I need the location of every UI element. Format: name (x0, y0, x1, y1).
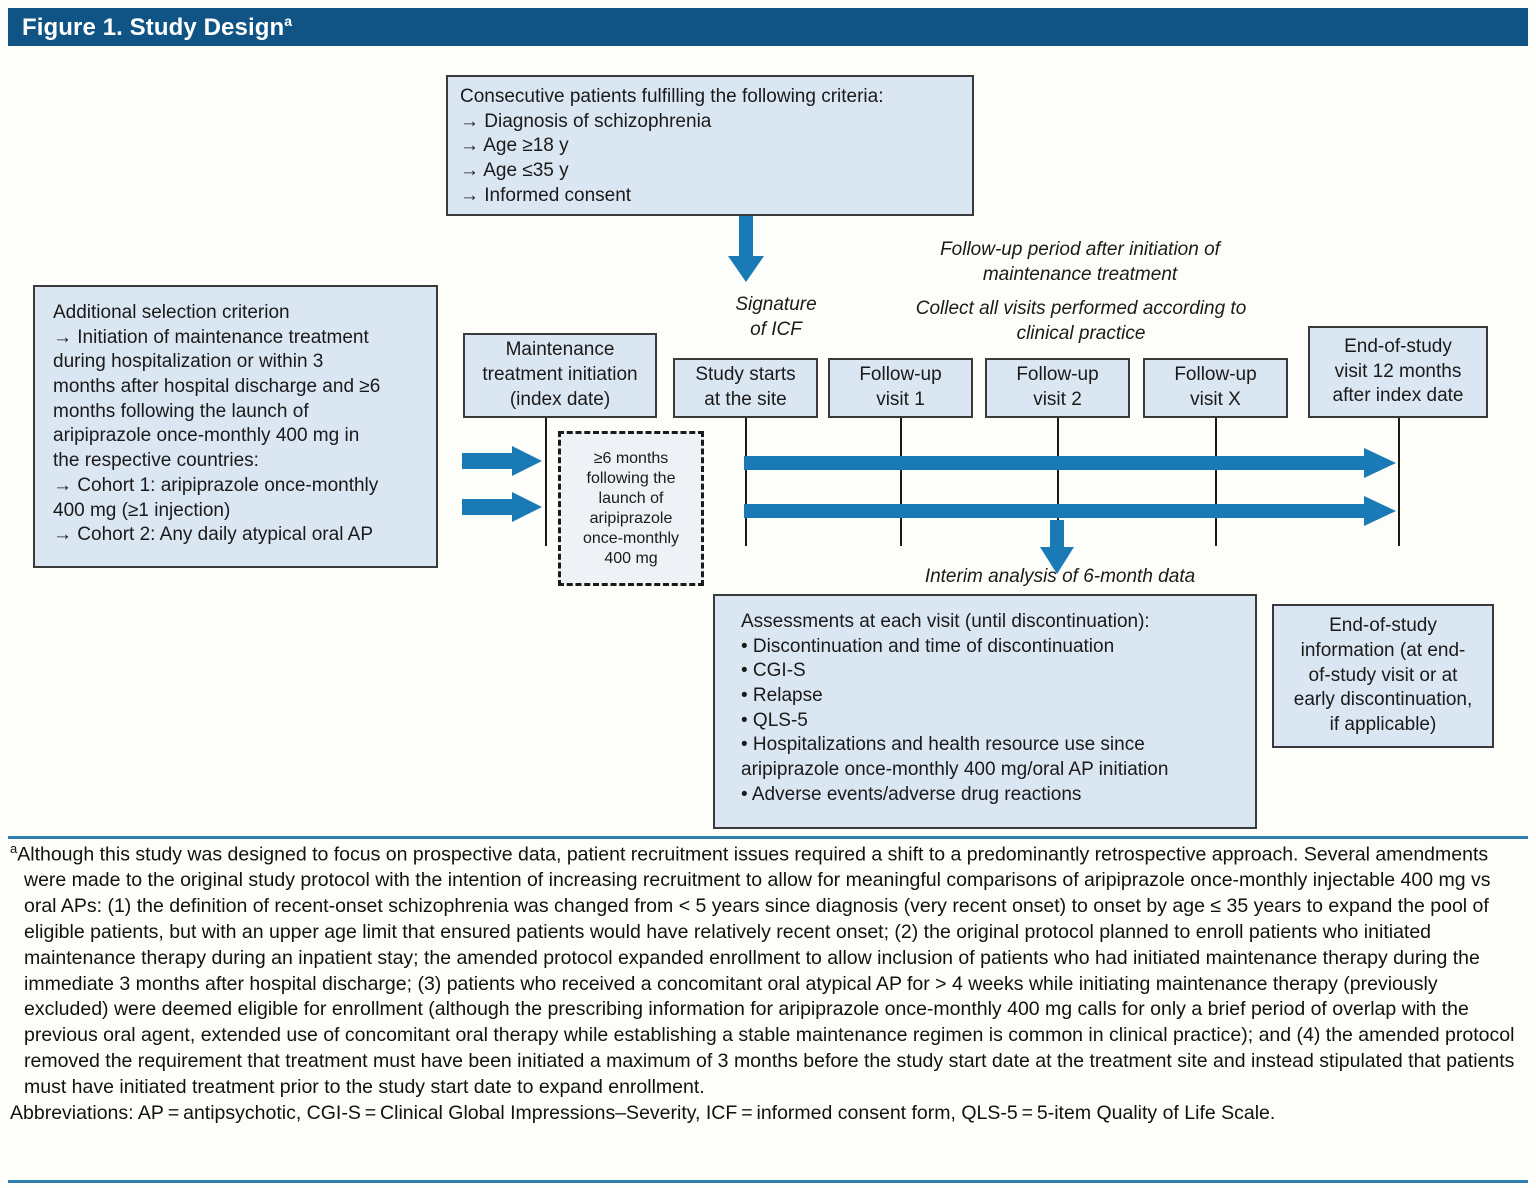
footnote-paragraph: aAlthough this study was designed to foc… (10, 840, 1526, 1101)
assessments-box: Assessments at each visit (until discont… (713, 594, 1257, 829)
eos-info-line-3: early discontinuation, (1293, 689, 1473, 711)
additional-line-8: 400 mg (≥1 injection) (53, 499, 231, 521)
footnote-top-rule (8, 836, 1528, 839)
assessments-line-2: • CGI-S (741, 660, 806, 682)
signature-icf-line-0: Signature (735, 294, 817, 315)
assessments-line-4: • QLS-5 (741, 709, 808, 731)
launch-window-dashed-box: ≥6 months following the launch of aripip… (558, 431, 704, 586)
eos-info-line-0: End-of-study (1329, 615, 1437, 637)
assessments-line-7: • Adverse events/adverse drug reactions (741, 783, 1082, 805)
connector-line-followup-1 (900, 418, 902, 546)
connector-line-followup-x (1215, 418, 1217, 546)
collect-visits-line-0: Collect all visits performed according t… (915, 298, 1247, 319)
dashed-line-1: following the (586, 469, 676, 487)
maintenance-initiation-box: Maintenance treatment initiation (index … (463, 333, 657, 418)
additional-line-2: during hospitalization or within 3 (53, 351, 324, 373)
inclusion-line-1: → Diagnosis of schizophrenia (460, 110, 712, 132)
signature-icf-label: Signature of ICF (690, 293, 862, 342)
followup-visit-1-box: Follow-up visit 1 (828, 358, 973, 418)
signature-icf-line-1: of ICF (750, 318, 802, 340)
dashed-line-0: ≥6 months (593, 449, 669, 467)
title-footnote-marker: a (284, 12, 293, 29)
inclusion-line-4: → Informed consent (460, 184, 632, 206)
followup-visit-x-box: Follow-up visit X (1143, 358, 1288, 418)
followup-visit-2-box: Follow-up visit 2 (985, 358, 1130, 418)
eos-info-line-2: of-study visit or at (1308, 664, 1458, 686)
signature-down-arrow-icon (728, 216, 764, 282)
inclusion-line-2: → Age ≥18 y (460, 135, 569, 157)
followup-1-line-0: Follow-up (859, 364, 942, 386)
dashed-line-3: aripiprazole (589, 509, 673, 527)
collect-visits-label: Collect all visits performed according t… (866, 297, 1296, 346)
inclusion-line-3: → Age ≤35 y (460, 160, 569, 182)
additional-line-1: → Initiation of maintenance treatment (53, 326, 369, 348)
inclusion-line-0: Consecutive patients fulfilling the foll… (460, 86, 884, 107)
followup-2-line-1: visit 2 (1033, 389, 1082, 410)
additional-line-0: Additional selection criterion (53, 302, 290, 323)
assessments-line-1: • Discontinuation and time of discontinu… (741, 635, 1115, 657)
followup-1-line-1: visit 1 (876, 389, 925, 410)
cohort-1-arrow-icon (462, 446, 542, 476)
connector-line-study-start (745, 418, 747, 546)
cohort-2-arrow-icon (462, 492, 542, 522)
collect-visits-line-1: clinical practice (1016, 322, 1146, 344)
followup-timeline-arrow-cohort1-icon (744, 448, 1396, 478)
connector-line-maintenance (545, 418, 547, 546)
eos-visit-line-2: after index date (1332, 385, 1464, 407)
footnote-bottom-rule (8, 1180, 1528, 1183)
footnote-marker: a (10, 841, 18, 856)
maintenance-line-0: Maintenance (505, 339, 615, 361)
end-of-study-visit-box: End-of-study visit 12 months after index… (1308, 326, 1488, 418)
study-start-line-1: at the site (704, 389, 787, 410)
additional-line-5: aripiprazole once-monthly 400 mg in (53, 425, 360, 447)
connector-line-end-of-study (1398, 418, 1400, 546)
maintenance-line-2: (index date) (509, 388, 611, 410)
followup-period-label: Follow-up period after initiation of mai… (880, 238, 1280, 287)
study-start-box: Study starts at the site (673, 358, 818, 418)
maintenance-line-1: treatment initiation (482, 364, 638, 386)
figure-title-text: Figure 1. Study Design (22, 13, 285, 41)
eos-visit-line-0: End-of-study (1344, 335, 1452, 357)
followup-period-line-0: Follow-up period after initiation of (940, 239, 1220, 260)
assessments-line-6: aripiprazole once-monthly 400 mg/oral AP… (741, 759, 1169, 781)
connector-line-followup-2 (1057, 418, 1059, 546)
figure-header: Figure 1. Study Designa (8, 8, 1528, 46)
followup-2-line-0: Follow-up (1016, 364, 1099, 386)
followup-period-line-1: maintenance treatment (982, 263, 1178, 285)
footnote-block: aAlthough this study was designed to foc… (10, 840, 1526, 1127)
abbreviations-line: Abbreviations: AP = antipsychotic, CGI-S… (10, 1101, 1276, 1124)
followup-x-line-1: visit X (1190, 389, 1241, 410)
followup-x-line-0: Follow-up (1174, 364, 1257, 386)
interim-analysis-line-0: Interim analysis of 6-month data (924, 566, 1196, 587)
dashed-line-2: launch of (598, 489, 664, 507)
additional-line-6: the respective countries: (53, 450, 259, 472)
assessments-line-5: • Hospitalizations and health resource u… (741, 734, 1145, 756)
page-title: Figure 1. Study Designa (8, 13, 292, 42)
eos-visit-line-1: visit 12 months (1334, 360, 1462, 382)
assessments-line-3: • Relapse (741, 685, 823, 707)
eos-info-line-1: information (at end- (1300, 639, 1466, 661)
additional-line-7: → Cohort 1: aripiprazole once-monthly (53, 474, 379, 496)
dashed-line-5: 400 mg (604, 549, 658, 567)
dashed-line-4: once-monthly (582, 529, 680, 547)
interim-analysis-down-arrow-icon (1040, 520, 1074, 574)
additional-line-3: months after hospital discharge and ≥6 (53, 376, 381, 398)
study-start-line-0: Study starts (695, 364, 796, 386)
additional-criterion-box: Additional selection criterion → Initiat… (33, 285, 438, 568)
footnote-text: Although this study was designed to focu… (17, 843, 1515, 1098)
additional-line-9: → Cohort 2: Any daily atypical oral AP (53, 524, 373, 546)
eos-info-line-4: if applicable) (1329, 714, 1437, 736)
additional-line-4: months following the launch of (53, 400, 309, 422)
interim-analysis-label: Interim analysis of 6-month data (860, 565, 1260, 590)
end-of-study-information-box: End-of-study information (at end- of-stu… (1272, 604, 1494, 748)
inclusion-criteria-box: Consecutive patients fulfilling the foll… (446, 75, 974, 216)
followup-timeline-arrow-cohort2-icon (744, 496, 1396, 526)
assessments-line-0: Assessments at each visit (until discont… (741, 611, 1150, 632)
